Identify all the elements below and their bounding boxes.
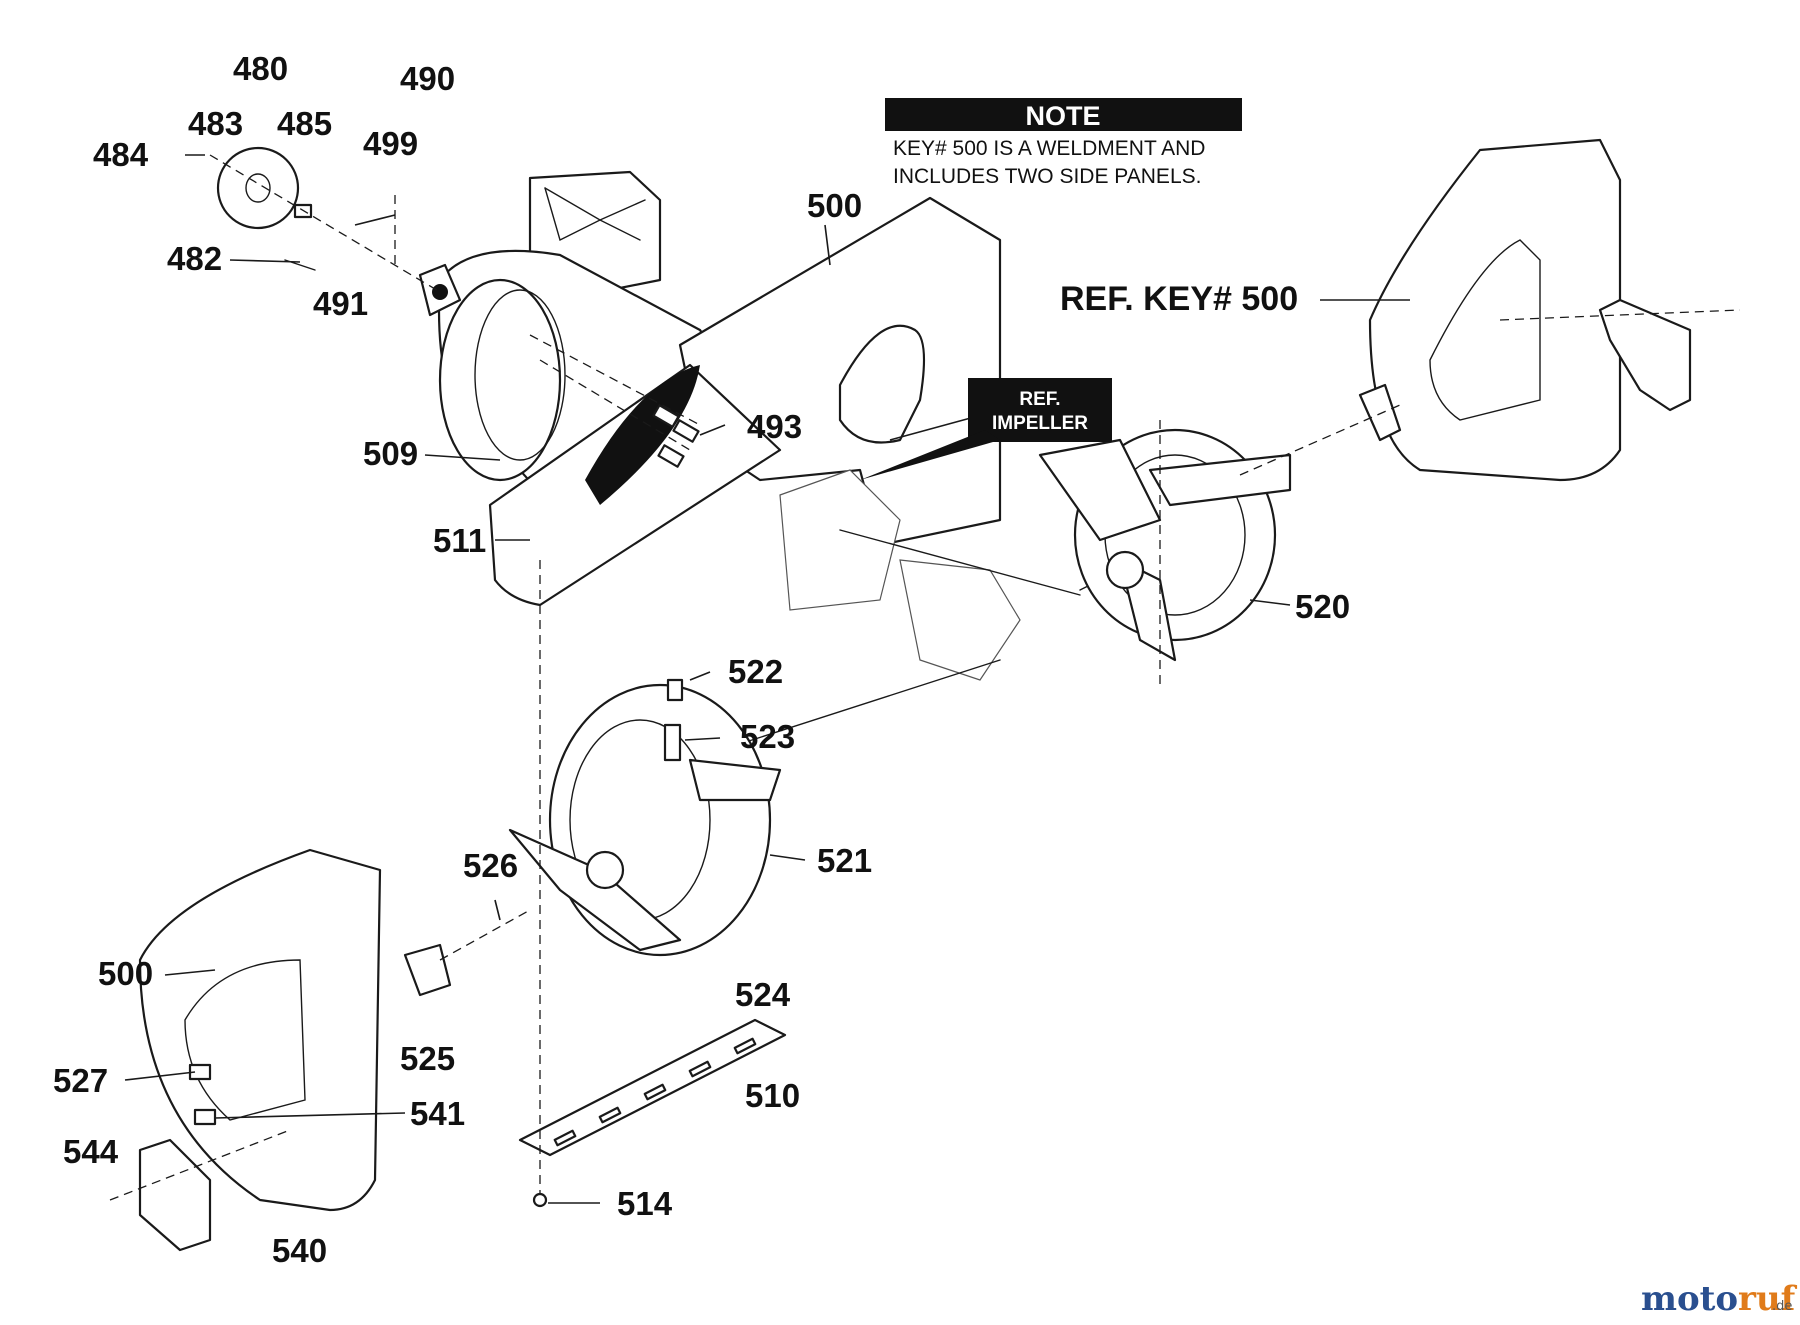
carriage-bolt-514 (532, 1192, 548, 1208)
callout-544: 544 (63, 1133, 119, 1170)
note-line-2: INCLUDES TWO SIDE PANELS. (893, 165, 1201, 188)
callout-491: 491 (313, 285, 368, 322)
auger-center-521 (508, 678, 782, 957)
callout-490: 490 (400, 60, 455, 97)
callout-540: 540 (272, 1232, 327, 1269)
side-panel-left-500 (109, 848, 531, 1252)
callout-522: 522 (728, 653, 783, 690)
spring-pin-523 (663, 723, 682, 762)
callout-499: 499 (363, 125, 418, 162)
note-heading-bar (885, 98, 1242, 131)
bearing-flange-525 (403, 943, 452, 997)
ref-impeller-line-1: REF. (1019, 389, 1060, 410)
shave-plate-slots (553, 1037, 757, 1147)
carriage-bolt-541 (193, 1108, 217, 1126)
callout-541: 541 (410, 1095, 465, 1132)
note-heading: NOTE (1025, 101, 1100, 131)
callout-493: 493 (747, 408, 802, 445)
watermark-brand-part-2: ruf (1738, 1279, 1798, 1319)
shear-bolt-522 (666, 678, 684, 702)
ref-key-500-label: REF. KEY# 500 (1060, 280, 1298, 318)
housing-rear-flange (438, 278, 562, 482)
watermark-logo: motoruf .de (1641, 1279, 1798, 1319)
carriage-bolts-493 (652, 404, 700, 468)
callout-524: 524 (735, 976, 791, 1013)
watermark-brand-part-1: moto (1641, 1279, 1738, 1319)
ref-impeller-pointer (860, 430, 1000, 480)
auger-flight-center (548, 683, 772, 957)
housing-panel-cutout (838, 324, 926, 444)
skid-shoe-right (1598, 298, 1692, 412)
housing-front-plate (488, 363, 782, 607)
note-line-1: KEY# 500 IS A WELDMENT AND (893, 137, 1205, 160)
callout-523: 523 (740, 718, 795, 755)
svg-text:motoruf: motoruf (1641, 1279, 1798, 1319)
skid-shoe-540 (138, 1138, 212, 1252)
shave-plate-510 (518, 560, 787, 1208)
callout-485: 485 (277, 105, 332, 142)
watermark-tld: .de (1772, 1299, 1792, 1314)
note-box: NOTE KEY# 500 IS A WELDMENT AND INCLUDES… (885, 98, 1242, 188)
bearing-flange-right (1358, 383, 1402, 442)
callout-510: 510 (745, 1077, 800, 1114)
callout-500-left: 500 (98, 955, 153, 992)
callout-525: 525 (400, 1040, 455, 1077)
callout-509: 509 (363, 435, 418, 472)
callout-511: 511 (433, 522, 486, 559)
pulley-480 (216, 146, 300, 230)
callout-numbers: 480 483 485 484 490 499 482 491 500 493 … (53, 50, 1350, 1269)
callout-484: 484 (93, 136, 149, 173)
auger-right-520 (1038, 420, 1292, 690)
callout-500-top: 500 (807, 187, 862, 224)
callout-521: 521 (817, 842, 872, 879)
ref-impeller-line-2: IMPELLER (992, 413, 1088, 434)
callout-482: 482 (167, 240, 222, 277)
callout-480: 480 (233, 50, 288, 87)
callout-483: 483 (188, 105, 243, 142)
callout-514: 514 (617, 1185, 673, 1222)
callout-527: 527 (53, 1062, 108, 1099)
callout-526: 526 (463, 847, 518, 884)
housing-opening-shadow (585, 365, 700, 505)
side-panel-right-shape (1368, 138, 1622, 482)
bearing-491 (432, 284, 448, 300)
ref-impeller-label: REF. IMPELLER (860, 378, 1112, 480)
callout-520: 520 (1295, 588, 1350, 625)
side-panel-right-ref (1239, 138, 1741, 482)
